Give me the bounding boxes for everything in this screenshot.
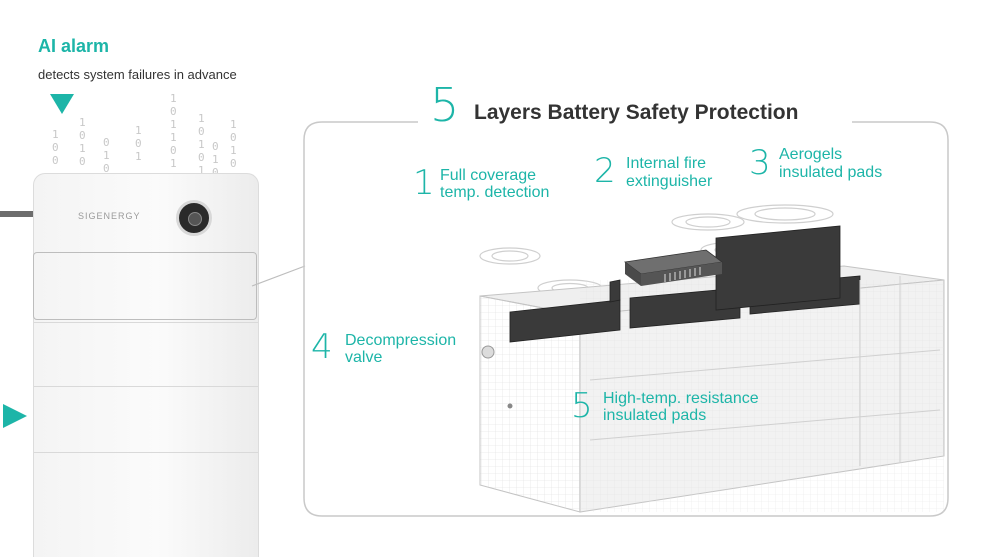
layer-number: 1 (413, 163, 435, 203)
layer-label-line: insulated pads (779, 164, 883, 181)
brand-logo: SIGENERGY (78, 211, 141, 221)
side-arrow-right-icon (3, 404, 27, 428)
callout-connector (251, 265, 306, 287)
ai-alarm-subtitle: detects system failures in advance (38, 67, 237, 82)
binary-column: 1 0 0 (52, 128, 59, 167)
power-cable (0, 211, 36, 217)
binary-column: 1 0 1 0 1 (198, 112, 205, 177)
panel-title: Layers Battery Safety Protection (474, 101, 799, 124)
layer-label-line: Decompression (345, 332, 457, 349)
alarm-arrow-down-icon (50, 94, 74, 114)
module-divider (34, 452, 258, 453)
binary-column: 1 0 1 1 0 1 (170, 92, 177, 170)
status-light-icon (176, 200, 212, 236)
binary-column: 1 0 1 (135, 124, 142, 163)
binary-column: 1 0 1 0 (230, 118, 237, 170)
layer-label-line: Full coverage (440, 167, 537, 184)
panel-number: 5 (430, 78, 460, 132)
module-divider (34, 386, 258, 387)
battery-tower: SIGENERGY (33, 173, 259, 557)
highlighted-module (33, 252, 257, 320)
layer-label-line: valve (345, 349, 383, 366)
layer-label-line: High-temp. resistance (603, 390, 759, 407)
ai-alarm-title: AI alarm (38, 36, 110, 56)
battery-pack-illustration (479, 204, 945, 513)
layer-number: 5 (571, 386, 593, 426)
valve-marker (481, 345, 495, 359)
layer-number: 4 (311, 327, 333, 367)
layer-label-line: temp. detection (440, 184, 550, 201)
module-divider (34, 322, 258, 323)
layer-label-line: extinguisher (626, 173, 713, 190)
cell-blocks (509, 225, 861, 343)
panel-frame (303, 121, 949, 517)
layer-label-line: Aerogels (779, 146, 843, 163)
binary-column: 0 1 0 (212, 140, 219, 179)
fire-extinguisher-module (623, 249, 724, 286)
pad-marker (507, 403, 513, 409)
layer-number: 3 (749, 143, 771, 183)
layer-label-line: insulated pads (603, 407, 707, 424)
layer-label-line: Internal fire (626, 155, 707, 172)
layer-number: 2 (594, 151, 616, 191)
binary-column: 0 1 0 (103, 136, 110, 175)
binary-column: 1 0 1 0 (79, 116, 86, 168)
